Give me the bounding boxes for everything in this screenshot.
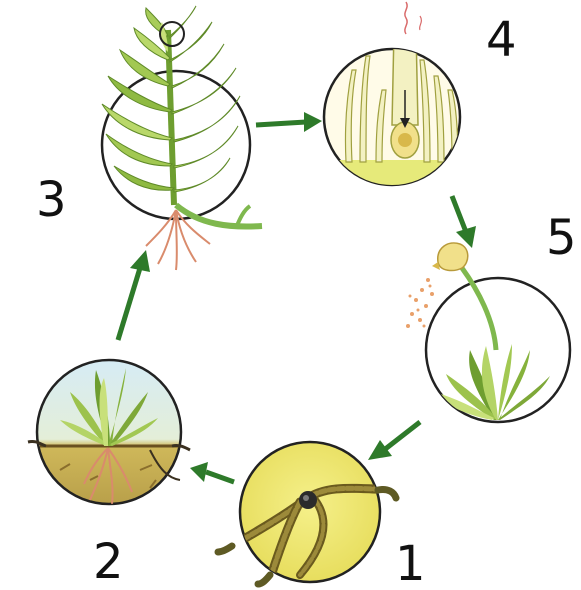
stage-3-mature-gametophyte-illustration (102, 6, 262, 270)
arrow-3-to-4 (256, 112, 322, 132)
stage-label-2: 2 (93, 534, 124, 590)
stage-1-protonema-illustration (218, 442, 396, 585)
stage-4-fertilization-illustration (324, 2, 464, 190)
arrow-2-to-3 (118, 250, 150, 340)
stage-label-5: 5 (546, 210, 577, 266)
stage-label-4: 4 (486, 12, 517, 68)
stage-label-3: 3 (36, 172, 67, 228)
spore-capsule (432, 243, 468, 271)
stage-5-sporophyte-illustration (406, 243, 570, 422)
sperm-cell (405, 2, 407, 34)
arrow-5-to-1 (368, 422, 420, 460)
arrow-1-to-2 (190, 462, 234, 482)
released-spores (406, 278, 434, 328)
stage-label-1: 1 (395, 536, 426, 590)
arrow-4-to-5 (452, 196, 476, 248)
stage-2-young-gametophyte-illustration (28, 360, 190, 504)
